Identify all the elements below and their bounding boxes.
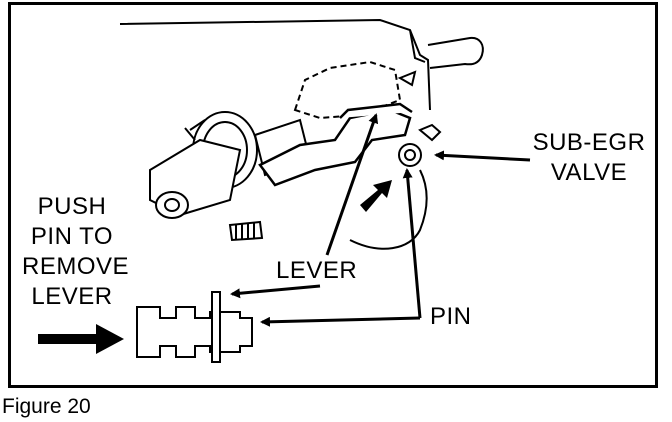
push-line-1: PUSH — [37, 193, 107, 220]
hidden-outline — [293, 60, 402, 120]
push-line-4: LEVER — [31, 283, 113, 310]
direction-arrow — [360, 180, 392, 212]
pipe — [427, 36, 484, 69]
push-label: PUSH PIN TO REMOVE LEVER — [22, 192, 130, 312]
push-arrow — [38, 324, 124, 354]
push-line-3: REMOVE — [22, 253, 130, 280]
push-line-2: PIN TO — [30, 223, 114, 250]
sub-egr-line-2: VALVE — [550, 159, 628, 186]
engine-housing — [119, 18, 431, 250]
figure-frame — [8, 2, 658, 388]
sub-egr-line-1: SUB-EGR — [532, 129, 646, 156]
leader-lines — [230, 113, 531, 327]
sub-egr-valve-label: SUB-EGR VALVE — [530, 128, 648, 188]
figure-caption: Figure 20 — [2, 395, 91, 418]
pin-label: PIN — [430, 303, 472, 330]
outline-arrow — [397, 70, 417, 87]
pin-assembly — [398, 123, 442, 167]
lever-label: LEVER — [276, 257, 358, 284]
pin-detail — [136, 291, 253, 363]
